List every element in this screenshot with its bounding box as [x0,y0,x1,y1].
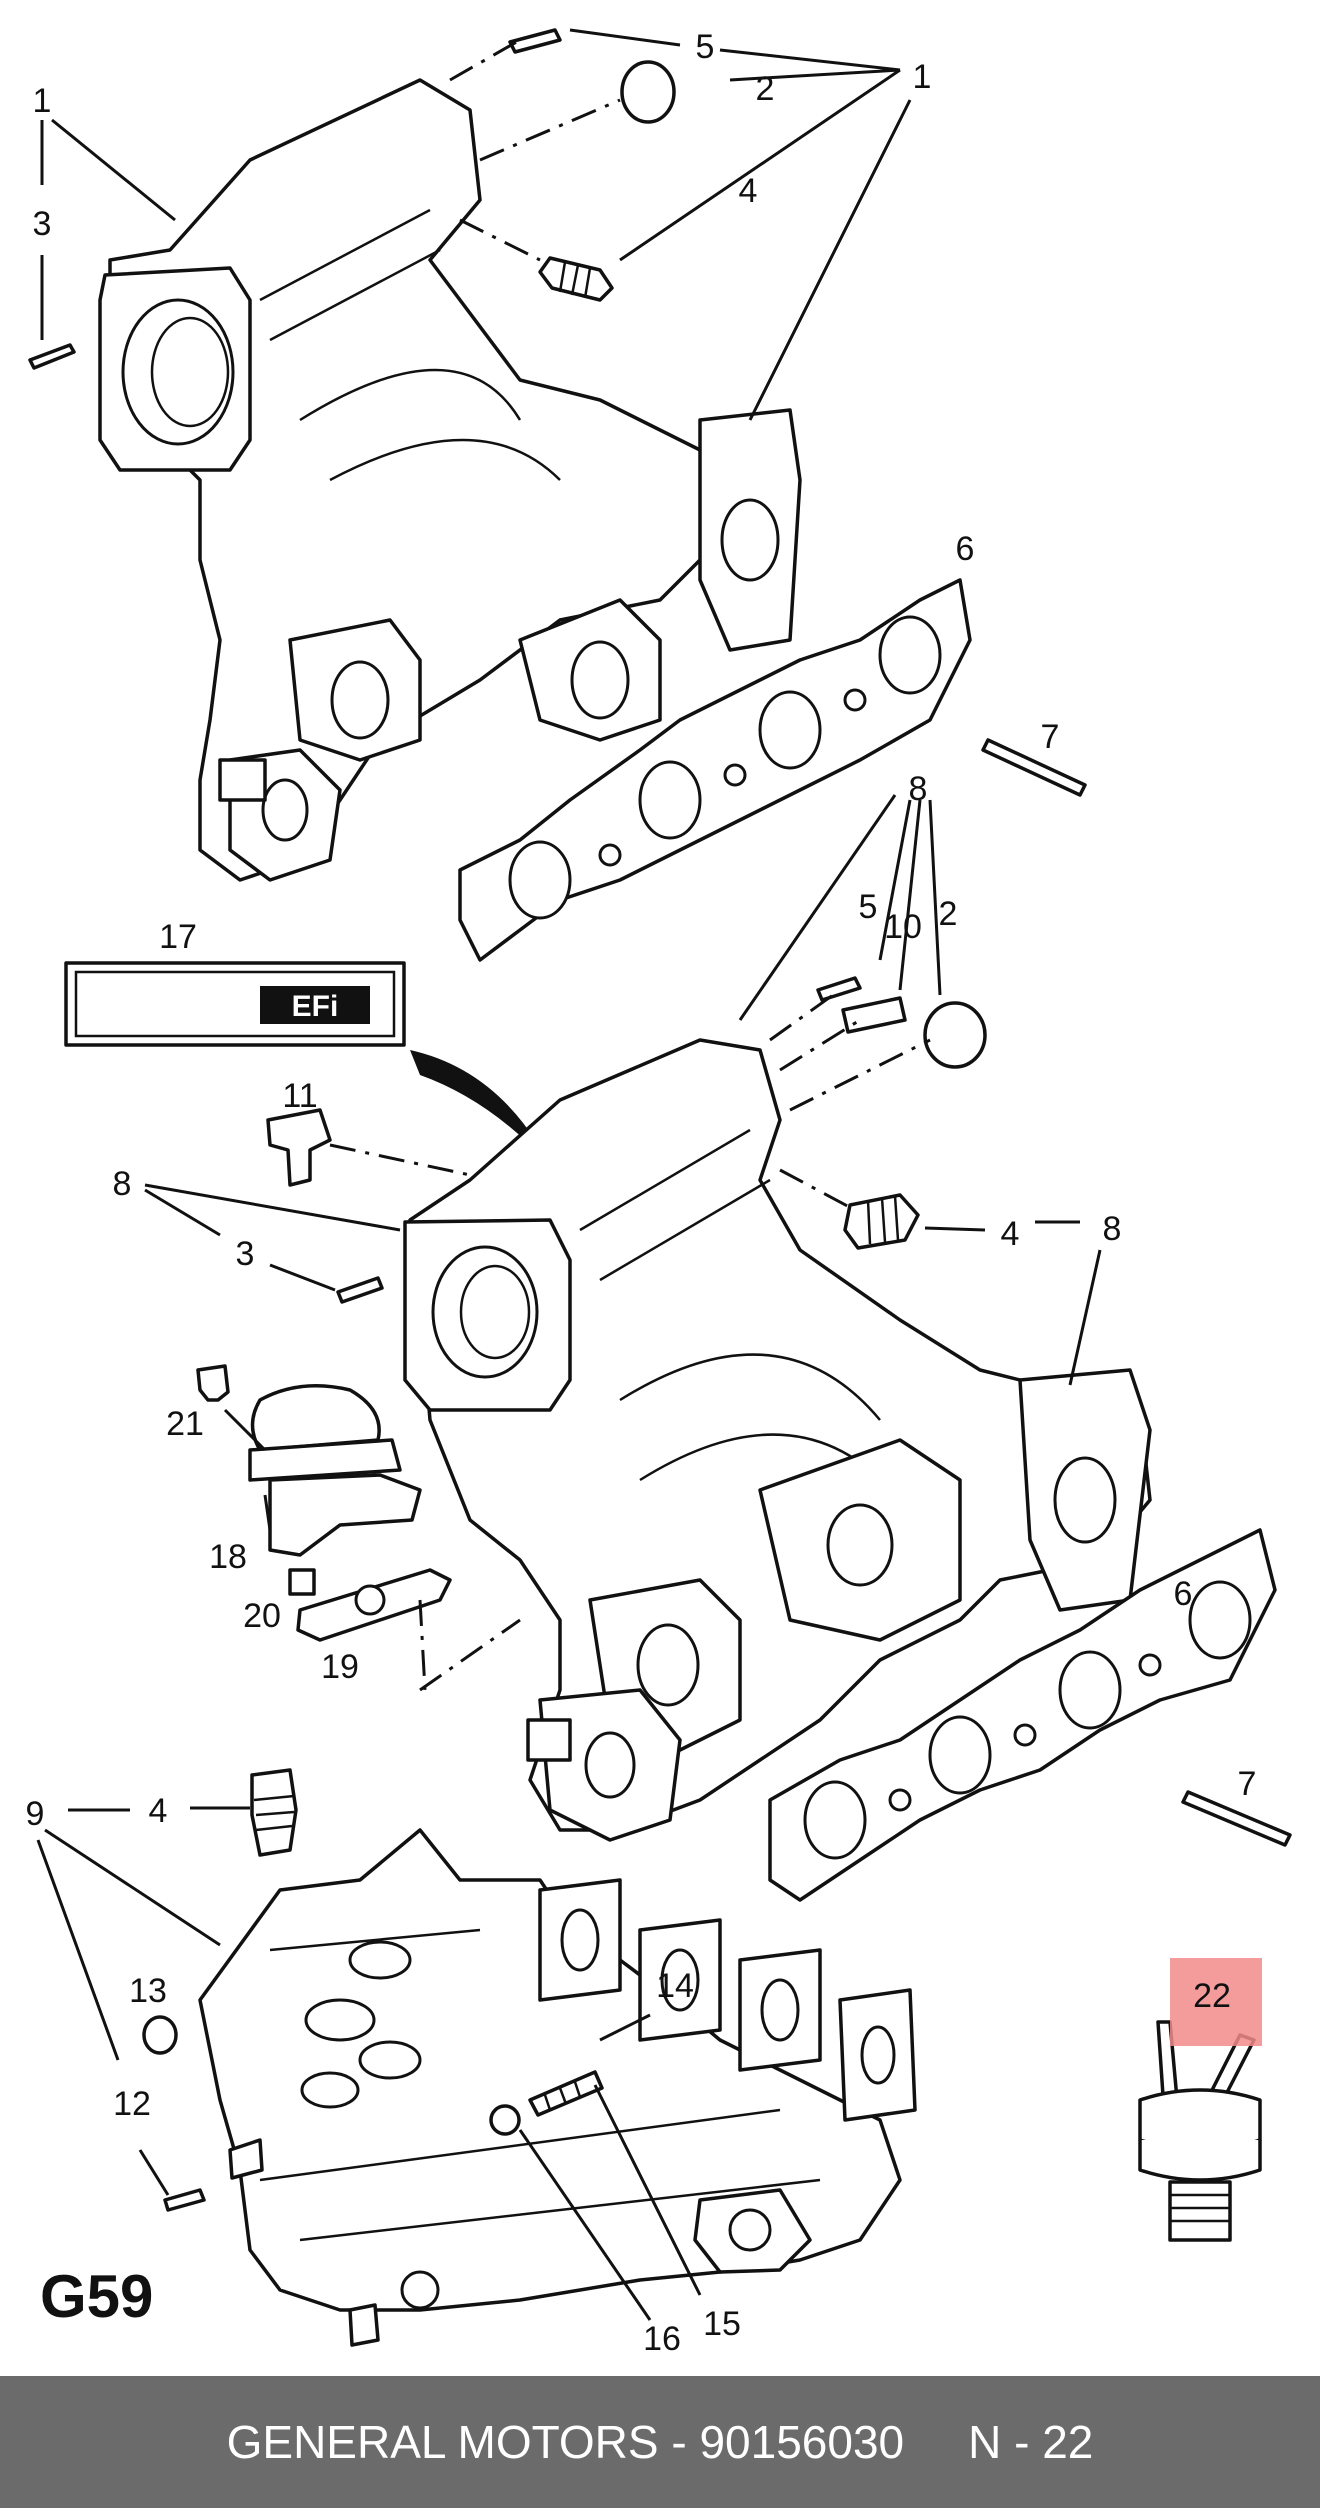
egr-valve-assembly [196,1364,452,1642]
callout-15: 15 [703,2305,741,2343]
footer-part-number: GENERAL MOTORS - 90156030 [226,2416,905,2468]
intake-manifold-middle [403,1038,1152,1842]
callout-6-upper: 6 [956,530,975,568]
callout-11: 11 [282,1077,317,1115]
callout-20: 20 [243,1597,281,1635]
callout-21: 21 [166,1405,204,1443]
callout-5-middle: 5 [859,888,878,926]
footer-page-ref: N - 22 [968,2416,1094,2468]
small-parts-top [28,28,676,370]
intake-manifold-lower [198,1828,917,2347]
badge-text: EFi [292,990,339,1023]
callout-3-middle: 3 [236,1235,255,1273]
highlight-callout-22 [1170,1958,1262,2046]
callout-labels: 5 2 1 4 1 3 6 7 8 5 10 2 17 11 8 3 4 8 2… [26,28,1257,2358]
callout-1-top: 1 [913,58,932,96]
callout-14: 14 [656,1967,694,2005]
small-parts-bottom [142,1768,604,2212]
efi-badge: EFi [64,961,406,1047]
stud-lower [1181,1790,1292,1847]
callout-7-upper: 7 [1041,718,1060,756]
exhaust-gasket-lower [768,1528,1277,1902]
footer-bar: GENERAL MOTORS - 90156030 N - 22 [0,2376,1320,2508]
callout-9: 9 [26,1795,45,1833]
exhaust-gasket-upper [458,578,972,962]
callout-4-top: 4 [739,172,758,210]
leader-lines [36,28,1102,2321]
badge-arrow [410,1050,550,1165]
callout-4-middle: 4 [1001,1215,1020,1253]
temperature-switch [1138,2020,1262,2242]
callout-18: 18 [209,1538,247,1576]
section-code: G59 [40,2263,154,2330]
callout-5-top: 5 [696,28,715,66]
callout-16: 16 [643,2320,681,2358]
callout-13: 13 [129,1972,167,2010]
callout-2-middle: 2 [939,895,958,933]
callout-2-top: 2 [756,70,775,108]
stud-upper [981,738,1087,797]
callout-4-lower: 4 [149,1792,168,1830]
callout-6-lower: 6 [1174,1575,1193,1613]
callout-10: 10 [884,908,922,946]
callout-19: 19 [321,1648,359,1686]
small-parts-middle [266,976,987,1304]
intake-manifold-upper [98,78,802,882]
callout-17: 17 [159,918,197,956]
callout-12: 12 [113,2085,151,2123]
callout-7-lower: 7 [1238,1765,1257,1803]
callout-8-a: 8 [909,770,928,808]
callout-3-left: 3 [33,205,52,243]
exploded-parts-diagram: EFi [26,28,1292,2358]
callout-8-b: 8 [113,1165,132,1203]
callout-22: 22 [1193,1977,1231,2015]
callout-1-left: 1 [33,82,52,120]
callout-8-c: 8 [1103,1210,1122,1248]
